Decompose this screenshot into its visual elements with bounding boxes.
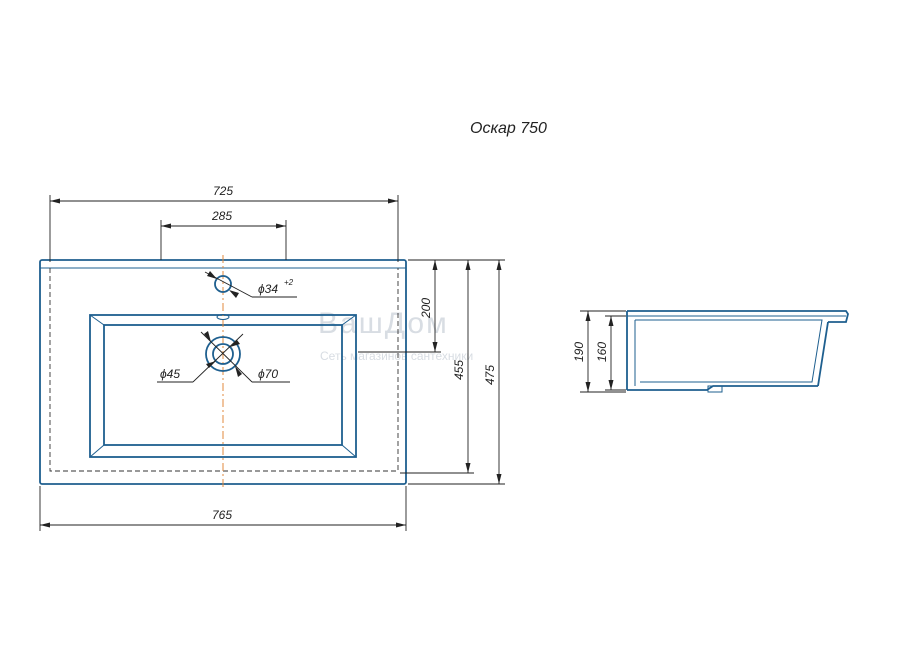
side-drain-stub xyxy=(707,385,723,393)
side-top-slab xyxy=(627,310,849,323)
dimension-200: 200 xyxy=(358,259,441,353)
cabinet-hidden-outline xyxy=(49,268,399,472)
drain-outer xyxy=(205,336,241,372)
dimension-drain-70: ϕ70 xyxy=(200,331,290,383)
dim-label-475: 475 xyxy=(483,365,497,385)
dim-label-455: 455 xyxy=(452,360,466,380)
tap-hole xyxy=(214,275,232,293)
dim-label-285: 285 xyxy=(211,209,232,223)
dim-label-tap-tolerance: +2 xyxy=(284,278,294,287)
dim-label-725: 725 xyxy=(213,184,233,198)
dimension-725: 725 xyxy=(49,184,399,262)
drain-inner xyxy=(212,343,234,365)
watermark-tagline: Сеть магазинов сантехники xyxy=(320,349,473,363)
dim-label-drain-45: ϕ45 xyxy=(160,367,180,381)
overflow-slot xyxy=(216,314,230,320)
dimension-160: 160 xyxy=(595,315,626,391)
dimension-285: 285 xyxy=(160,209,287,260)
dimension-455: 455 xyxy=(400,259,474,474)
dimension-drain-45: ϕ45 xyxy=(157,333,244,383)
dim-label-190: 190 xyxy=(572,342,586,362)
dimension-tap-hole: ϕ34 +2 xyxy=(204,271,297,298)
top-view xyxy=(39,255,407,490)
dim-label-200: 200 xyxy=(419,298,433,319)
bowl-bevel xyxy=(89,314,105,326)
bowl-bevel xyxy=(89,444,105,458)
watermark-brand: ВашДом xyxy=(318,307,449,340)
side-view xyxy=(626,310,849,393)
dimension-475: 475 xyxy=(408,259,505,485)
dim-label-drain-70: ϕ70 xyxy=(258,367,278,381)
bowl-bevel xyxy=(341,444,357,458)
dim-label-160: 160 xyxy=(595,342,609,362)
dimension-765: 765 xyxy=(39,486,407,531)
side-inner-profile xyxy=(635,319,823,383)
side-back-wall xyxy=(817,321,829,387)
dim-label-765: 765 xyxy=(212,508,232,522)
dim-label-tap-hole: ϕ34 xyxy=(258,282,278,296)
drawing-title: Оскар 750 xyxy=(470,120,547,137)
watermark: ВашДом Сеть магазинов сантехники xyxy=(318,307,473,363)
bowl-bevel xyxy=(341,314,357,326)
dimension-190: 190 xyxy=(572,310,626,393)
side-bowl-bottom xyxy=(627,385,818,391)
